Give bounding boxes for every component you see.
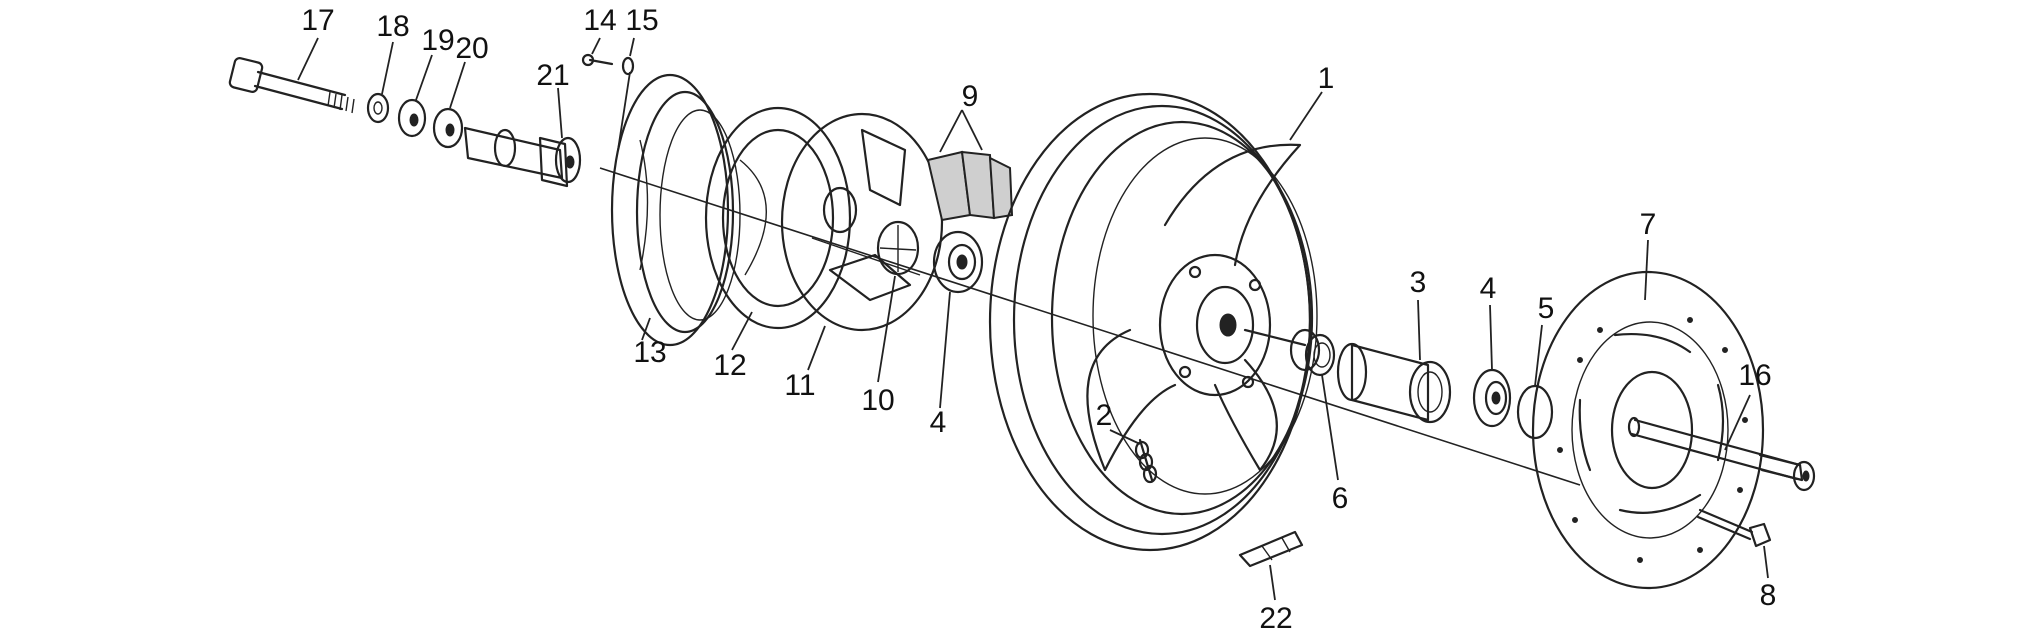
disc-bolt-8: [1696, 508, 1772, 548]
valve-2: [1134, 438, 1158, 484]
callout-4-right: 4: [1480, 272, 1497, 305]
callout-1: 1: [1318, 62, 1335, 95]
callout-22: 22: [1259, 602, 1292, 635]
bearing-4-left: [932, 230, 984, 294]
spacer-tube-21: [463, 126, 582, 188]
cover-plate-11: [780, 112, 944, 332]
washer-18: [366, 92, 390, 124]
hub-cover-13: [610, 73, 741, 347]
callout-18: 18: [376, 10, 409, 43]
wheel-rim-1: [988, 92, 1321, 552]
callout-9: 9: [962, 80, 979, 113]
ring-12: [704, 106, 852, 330]
brake-disc-7: [1531, 270, 1765, 590]
callout-7: 7: [1640, 208, 1657, 241]
axle-bolt-17: [228, 57, 355, 114]
callout-6: 6: [1332, 482, 1349, 515]
callout-13: 13: [633, 336, 666, 369]
callout-19: 19: [421, 24, 454, 57]
callout-4-left: 4: [930, 406, 947, 439]
assembly-axis-line: [599, 167, 1581, 486]
callout-12: 12: [713, 349, 746, 382]
seal-6: [1304, 333, 1336, 377]
callout-5: 5: [1538, 292, 1555, 325]
bearing-4-right: [1472, 368, 1512, 428]
spacer-tube-3: [1336, 342, 1452, 424]
callout-20: 20: [455, 32, 488, 65]
leader-lines: [297, 37, 1769, 601]
spacer-19: [397, 98, 427, 138]
callout-10: 10: [861, 384, 894, 417]
callout-labels: 17 18 19 20 21 14 15 9 1 13 12 11 10 4 2…: [301, 4, 1776, 635]
callout-17: 17: [301, 4, 334, 37]
washer-15: [621, 56, 635, 76]
damper-pads-9: [926, 150, 1014, 222]
spacer-20: [432, 107, 464, 149]
callout-21: 21: [536, 59, 569, 92]
disc-10: [876, 220, 920, 276]
callout-15: 15: [625, 4, 658, 37]
callout-3: 3: [1410, 266, 1427, 299]
screw-14: [581, 53, 614, 67]
axle-shaft-16: [1627, 416, 1816, 492]
wheel-weight-22: [1238, 530, 1304, 568]
callout-14: 14: [583, 4, 616, 37]
callout-2: 2: [1096, 399, 1113, 432]
callout-8: 8: [1760, 579, 1777, 612]
callout-11: 11: [784, 369, 815, 402]
callout-16: 16: [1738, 359, 1771, 392]
